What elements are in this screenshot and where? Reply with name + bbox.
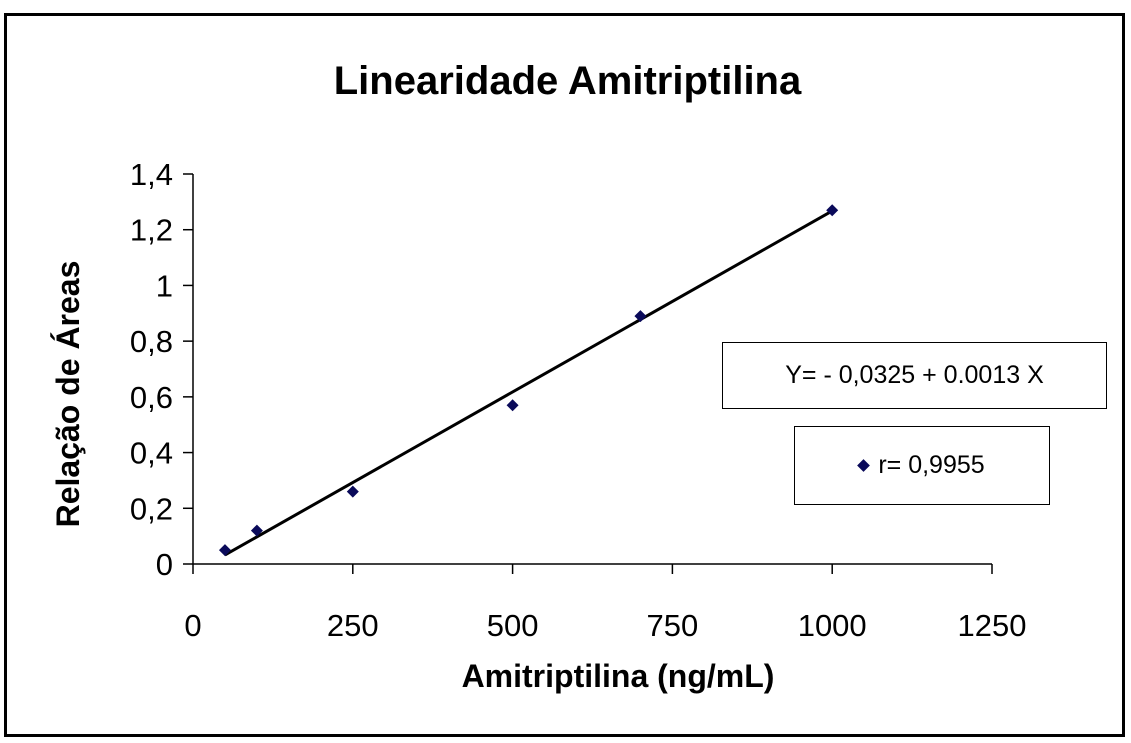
y-tick-label: 1,2 [130,213,173,248]
x-tick-label: 1250 [958,608,1027,643]
chart-title: Linearidade Amitriptilina [333,59,802,103]
y-tick-label: 1,4 [130,157,173,192]
legend: r= 0,9955 [794,426,1050,505]
x-tick-label: 1000 [798,608,867,643]
x-tick-label: 250 [327,608,379,643]
y-axis-title: Relação de Áreas [50,261,86,528]
y-tick-label: 0,6 [130,380,173,415]
x-axis-title: Amitriptilina (ng/mL) [462,658,775,694]
data-points [218,204,839,557]
data-point [218,544,231,557]
axes [192,174,992,565]
y-tick-label: 0 [156,547,173,582]
data-point [250,524,263,537]
equation-text: Y= - 0,0325 + 0.0013 X [785,361,1044,389]
x-tick-label: 0 [184,608,201,643]
y-tick-label: 0,4 [130,436,173,471]
legend-marker-diamond [857,459,871,472]
data-point [634,310,647,323]
x-tick-label: 750 [647,608,699,643]
x-tick-label: 500 [487,608,539,643]
y-tick-label: 0,2 [130,491,173,526]
legend-label: r= 0,9955 [878,451,985,479]
y-ticks: 0 0,2 0,4 0,6 0,8 1 1,2 1,4 [130,157,193,582]
data-point [826,204,839,217]
y-tick-label: 1 [156,268,173,303]
x-ticks: 0 250 500 750 1000 1250 [184,564,1026,643]
equation-box: Y= - 0,0325 + 0.0013 X [722,342,1107,409]
y-tick-label: 0,8 [130,324,173,359]
trendline [224,209,833,557]
chart-frame: Linearidade Amitriptilina 0 0,2 0,4 0,6 0,8 1… [4,13,1125,737]
data-point [506,399,519,412]
data-point [346,485,359,498]
